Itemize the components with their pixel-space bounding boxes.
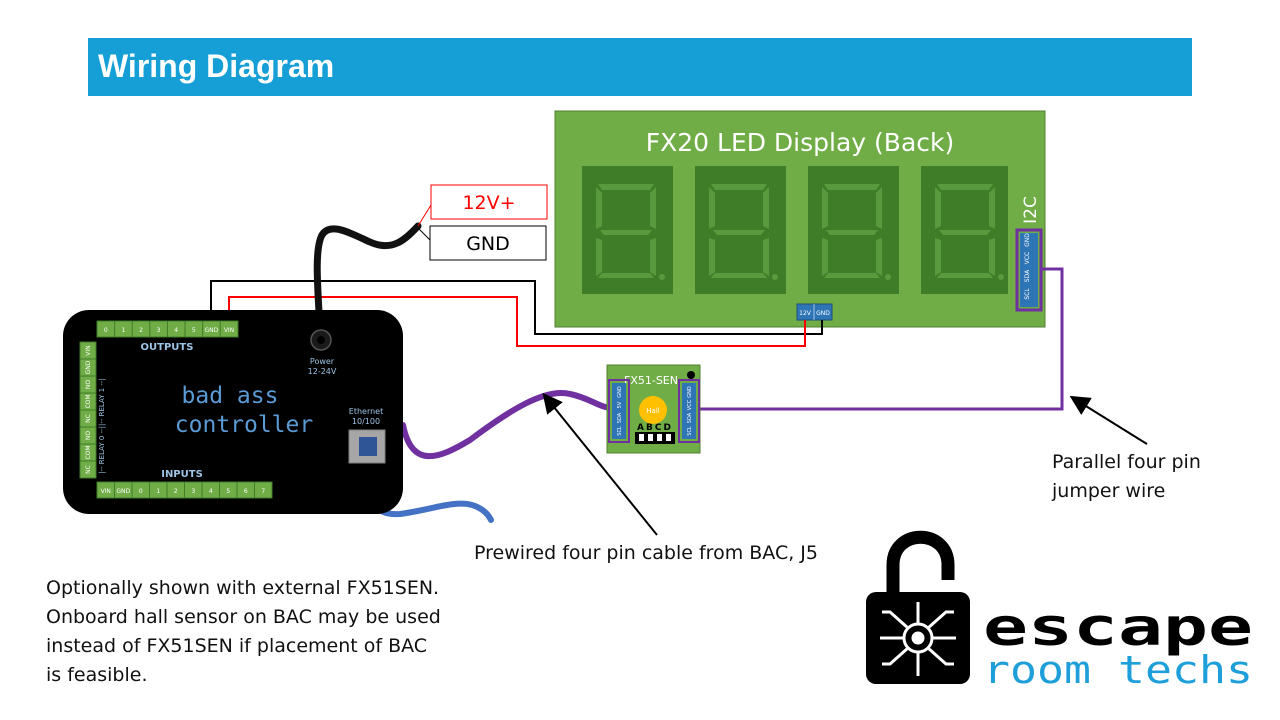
power-jack-label: Power (310, 357, 335, 366)
power-jack-voltage: 12-24V (308, 367, 337, 376)
dip-switch-label: ABCD (637, 423, 673, 433)
out-pins-pin: GND (205, 327, 219, 334)
logo-escape: escape (983, 598, 1253, 658)
out-pins-pin: VIN (224, 327, 234, 334)
padlock-shackle (886, 530, 955, 595)
12v-label-box (430, 184, 548, 220)
sen-right-pin: SDA (687, 412, 693, 423)
out-pins-pin: 2 (139, 327, 143, 334)
parallel-annotation-line1: Parallel four pin (1052, 451, 1201, 473)
digit-3 (808, 166, 899, 294)
outputs-label: OUTPUTS (141, 342, 194, 353)
ethernet-plug (359, 437, 377, 456)
relay-pin: NO (85, 380, 92, 389)
ethernet-label: Ethernet (349, 407, 383, 416)
12v-wire (228, 296, 806, 347)
gnd-label: GND (466, 233, 510, 255)
power-cord (313, 222, 422, 334)
digit-1 (582, 166, 673, 294)
relay-pin: NO (85, 431, 92, 440)
in-pins-pin: 7 (261, 488, 265, 495)
parallel-jumper-wire (697, 267, 1064, 411)
display-pin-12v: 12V (799, 310, 812, 317)
in-pins-pin: 5 (226, 488, 230, 495)
relay-pin: COM (85, 394, 92, 408)
in-pins-pin: 0 (139, 488, 143, 495)
in-pins-pin: 1 (156, 488, 160, 495)
sensor-right-connector (682, 383, 696, 439)
prewired-annotation: Prewired four pin cable from BAC, J5 (474, 542, 818, 564)
sensor-left-connector-outline (608, 379, 630, 443)
prewired-cable (400, 390, 615, 460)
i2c-pin-vcc: VCC (1024, 252, 1031, 264)
sen-right-pin: GND (687, 386, 693, 398)
ethernet-speed: 10/100 (352, 417, 380, 426)
in-pins-pin: 6 (244, 488, 248, 495)
in-pins-pin: 3 (191, 488, 195, 495)
i2c-label: I2C (1021, 196, 1041, 224)
sen-right-pin: VCC (687, 399, 693, 410)
circuit-icon (880, 602, 956, 676)
in-pins-pin: VIN (101, 488, 111, 495)
sensor-title: FX51-SEN (624, 374, 678, 387)
inputs-label: INPUTS (161, 469, 203, 480)
logo-room-techs: room techs (983, 648, 1253, 692)
out-pins-pin: 0 (104, 327, 108, 334)
12v-label: 12V+ (462, 192, 515, 214)
digit-2 (695, 166, 786, 294)
out-pins-pin: 5 (192, 327, 196, 334)
gnd-wire (210, 280, 823, 335)
header-banner: Wiring Diagram (88, 38, 1192, 96)
sen-left-pin: SDA (617, 412, 623, 423)
i2c-pin-scl: SCL (1024, 288, 1031, 300)
relay-pin: NC (85, 414, 92, 423)
out-pins-pin: 3 (157, 327, 161, 334)
relay-label: |-- RELAY 0 --||-- RELAY 1 --| (98, 378, 106, 474)
display-title: FX20 LED Display (Back) (646, 128, 954, 157)
parallel-annotation: Parallel four pin jumper wire (1052, 448, 1201, 506)
controller-name-line2: controller (175, 412, 313, 438)
controller-name-line1: bad ass (182, 383, 279, 409)
dip-switch (635, 432, 675, 444)
sen-right-pin: SCL (687, 426, 693, 436)
sen-left-pin: 5V (617, 401, 623, 408)
in-pins-pin: GND (116, 488, 130, 495)
sen-left-pin: GND (617, 386, 623, 398)
power-lead-positive (417, 204, 432, 227)
escape-room-techs-logo: escape room techs (866, 530, 1253, 692)
relay-pin: GND (85, 360, 92, 374)
relay-pin: COM (85, 445, 92, 459)
sensor-right-connector-outline (678, 379, 700, 443)
in-pins-pin: 4 (209, 488, 213, 495)
relay-pin: VIN (85, 345, 92, 355)
sensor-mount-hole (687, 371, 695, 379)
i2c-pin-gnd: GND (1024, 233, 1031, 247)
hall-label: Hall (646, 407, 659, 415)
sensor-note: Optionally shown with external FX51SEN. … (46, 577, 441, 686)
i2c-pin-sda: SDA (1024, 269, 1031, 282)
parallel-annotation-line2: jumper wire (1052, 480, 1166, 502)
display-pin-gnd: GND (816, 310, 830, 317)
i2c-connector (1020, 233, 1038, 307)
sen-left-pin: SCL (617, 426, 623, 436)
power-lead-ground (417, 227, 432, 242)
gnd-label-box (429, 225, 547, 261)
sensor-left-connector (612, 383, 626, 439)
parallel-arrow (1069, 395, 1148, 445)
hall-sensor (639, 396, 667, 424)
digit-4 (921, 166, 1008, 294)
in-pins-pin: 2 (174, 488, 178, 495)
fx20-display: FX20 LED Display (Back) I2C GND VCC SD (554, 110, 1046, 328)
out-pins-pin: 4 (174, 327, 178, 334)
relay-pin: NC (85, 465, 92, 474)
page-title: Wiring Diagram (98, 48, 335, 84)
prewired-arrow (542, 392, 658, 536)
out-pins-pin: 1 (121, 327, 125, 334)
